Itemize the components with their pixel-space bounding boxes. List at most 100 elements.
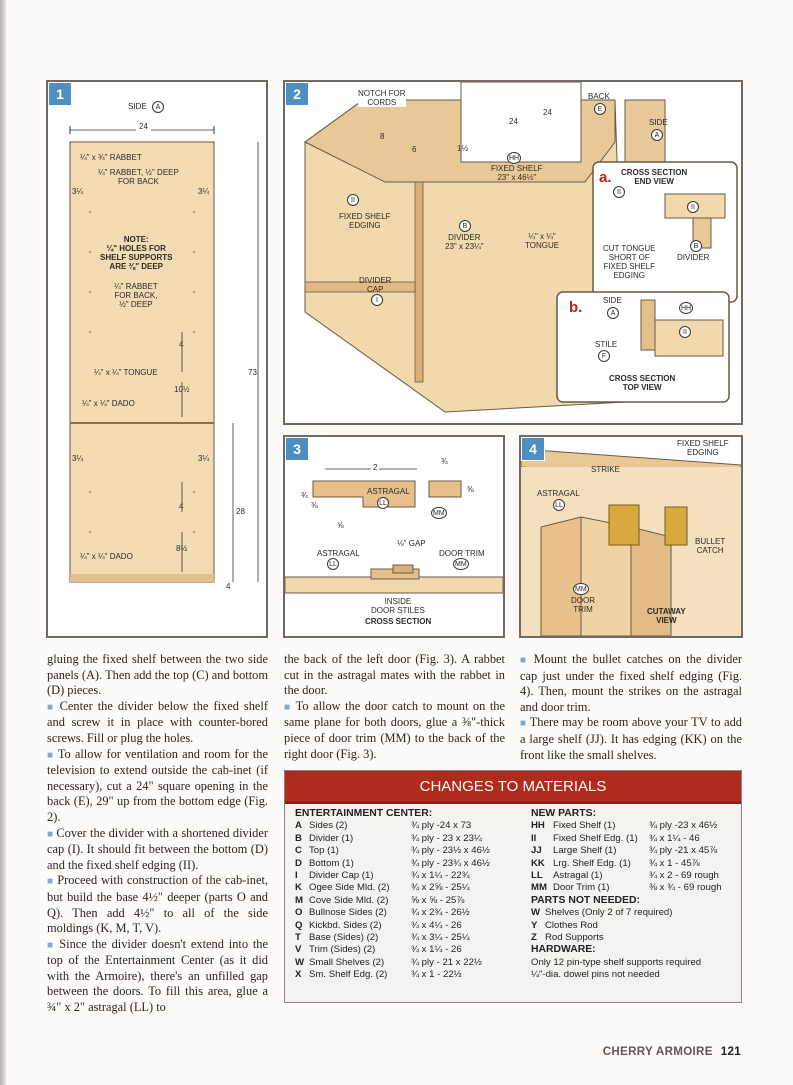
dim-8h: 8½ xyxy=(176,544,188,553)
material-row: O Bullnose Sides (2) ¾ x 2¾ - 26½ xyxy=(295,907,531,919)
paragraph: ■ To allow the door catch to mount on th… xyxy=(284,699,505,762)
figure-4-drawing xyxy=(521,448,741,636)
astragal2-label: ASTRAGAL xyxy=(317,549,360,558)
detail-a-b: B xyxy=(690,240,702,252)
paragraph: ■ To allow for ventilation and room for … xyxy=(47,747,268,826)
detail-b-ii: II xyxy=(679,326,691,338)
materials-title: CHANGES TO MATERIALS xyxy=(285,771,741,804)
new-parts-heading: NEW PARTS: xyxy=(531,808,597,819)
bullet-icon: ■ xyxy=(47,939,60,951)
dim-6: 6 xyxy=(412,145,417,154)
part-spec: ¾ x 2⅝ - 25¼ xyxy=(411,882,470,894)
material-row: D Bottom (1) ¾ ply - 23¾ x 46½ xyxy=(295,858,531,870)
part-code: M xyxy=(295,894,303,906)
ll2-code: LL xyxy=(327,558,339,570)
part-name: Large Shelf (1) xyxy=(553,845,617,857)
part-spec: ¾ x 1¼ - 22¾ xyxy=(411,870,470,882)
side-code: A xyxy=(651,129,663,141)
part-name: Sm. Shelf Edg. (2) xyxy=(309,969,388,981)
detail-b-hh: HH xyxy=(679,302,694,314)
dim-73: 73 xyxy=(248,368,257,377)
paragraph-text: gluing the fixed shelf between the two s… xyxy=(47,652,268,698)
detail-a-ii: II xyxy=(613,186,625,198)
detail-b-stile: STILE xyxy=(595,340,618,349)
paragraph: gluing the fixed shelf between the two s… xyxy=(47,652,268,699)
cutaway-label: CUTAWAY VIEW xyxy=(647,607,686,625)
part-name: Clothes Rod xyxy=(545,919,598,931)
part-spec: ¾ ply - 23¾ x 46½ xyxy=(411,857,490,869)
part-code: Q xyxy=(295,919,303,931)
bullet-icon: ■ xyxy=(284,701,296,713)
part-code: B xyxy=(295,832,302,844)
paragraph-text: Since the divider doesn't extend into th… xyxy=(47,936,269,1015)
paragraph-text: There may be room above your TV to add a… xyxy=(520,715,742,762)
bullet-icon: ■ xyxy=(520,655,534,666)
part-code: Z xyxy=(531,932,537,944)
part-name: Fixed Shelf Edg. (1) xyxy=(553,832,638,844)
fixed-edging-label: FIXED SHELF EDGING xyxy=(677,439,729,457)
detail-b-letter: b. xyxy=(569,299,583,316)
dim-3q-c: 3¼ xyxy=(72,454,84,463)
cut-tongue-label: CUT TONGUE SHORT OF FIXED SHELF EDGING xyxy=(603,244,656,280)
part-name: Bullnose Sides (2) xyxy=(309,907,387,919)
part-spec: ¾ x 2¾ - 26½ xyxy=(411,907,470,919)
dim-5e: ⅝ xyxy=(337,521,344,530)
figure-3: 3 2 ¾ ¾ ⅜ ⅜ ⅝ ASTRAGAL LL MM ⅛" GAP ASTR… xyxy=(283,435,505,638)
part-name: Divider (1) xyxy=(309,832,354,844)
detail-a-ii2: II xyxy=(687,201,699,213)
astragal-label: ASTRAGAL xyxy=(537,489,580,498)
dim-1h: 1½ xyxy=(457,144,469,153)
article-column-1: gluing the fixed shelf between the two s… xyxy=(47,652,268,1016)
dim-4b: 4 xyxy=(179,502,184,511)
part-spec: ¾ x 1 - 22½ xyxy=(411,969,462,981)
hh-code: HH xyxy=(507,152,522,164)
side-code: A xyxy=(152,101,164,113)
fixed-edging-label: FIXED SHELF EDGING xyxy=(339,212,391,230)
part-spec: ¾ ply - 21 x 22½ xyxy=(411,956,482,968)
part-spec: ¾ x 3¼ - 25¼ xyxy=(411,932,470,944)
rabbet-label: ¼" x ¾" RABBET xyxy=(80,153,142,162)
b-code: B xyxy=(459,220,471,232)
part-code: D xyxy=(295,857,302,869)
dim-3q-a: 3¼ xyxy=(72,187,84,196)
figure-2-drawing xyxy=(304,82,738,413)
part-spec: ⅝ x ⅝ - 25⅞ xyxy=(411,894,465,906)
divider-label: DIVIDER 23" x 23¼" xyxy=(445,233,484,251)
cross-section-title: CROSS SECTION xyxy=(365,617,432,626)
detail-b-side: SIDE xyxy=(603,296,622,305)
part-spec: ¾ ply -21 x 45⅞ xyxy=(649,845,718,857)
part-code: O xyxy=(295,907,303,919)
hardware-note: ¼"-dia. dowel pins not needed xyxy=(531,969,660,981)
part-name: Bottom (1) xyxy=(309,857,354,869)
bullet-icon: ■ xyxy=(47,701,60,713)
dim-3q-b: 3¼ xyxy=(198,187,210,196)
part-name: Sides (2) xyxy=(309,820,348,832)
article-column-3: ■ Mount the bullet catches on the divide… xyxy=(520,652,742,763)
part-code: C xyxy=(295,845,302,857)
dado2-label: ¼" x ¼" DADO xyxy=(80,552,133,561)
part-name: Shelves (Only 2 of 7 required) xyxy=(545,907,673,919)
part-name: Ogee Side Mld. (2) xyxy=(309,882,390,894)
fixed-shelf-label: FIXED SHELF 23" x 46½" xyxy=(491,164,543,182)
tongue-label: ¼" x ¼" TONGUE xyxy=(94,368,158,377)
paragraph: the back of the left door (Fig. 3). A ra… xyxy=(284,652,505,699)
mm-code: MM xyxy=(573,583,589,595)
astragal-label: ASTRAGAL xyxy=(367,487,410,496)
dim-4c: 4 xyxy=(226,582,231,591)
part-code: HH xyxy=(531,820,545,832)
door-trim-label: DOOR TRIM xyxy=(439,549,485,558)
dim-24b: 24 xyxy=(543,108,552,117)
rabbet-back-label: ¼" RABBET, ½" DEEP FOR BACK xyxy=(98,168,179,186)
figure-number-badge: 1 xyxy=(48,82,72,106)
